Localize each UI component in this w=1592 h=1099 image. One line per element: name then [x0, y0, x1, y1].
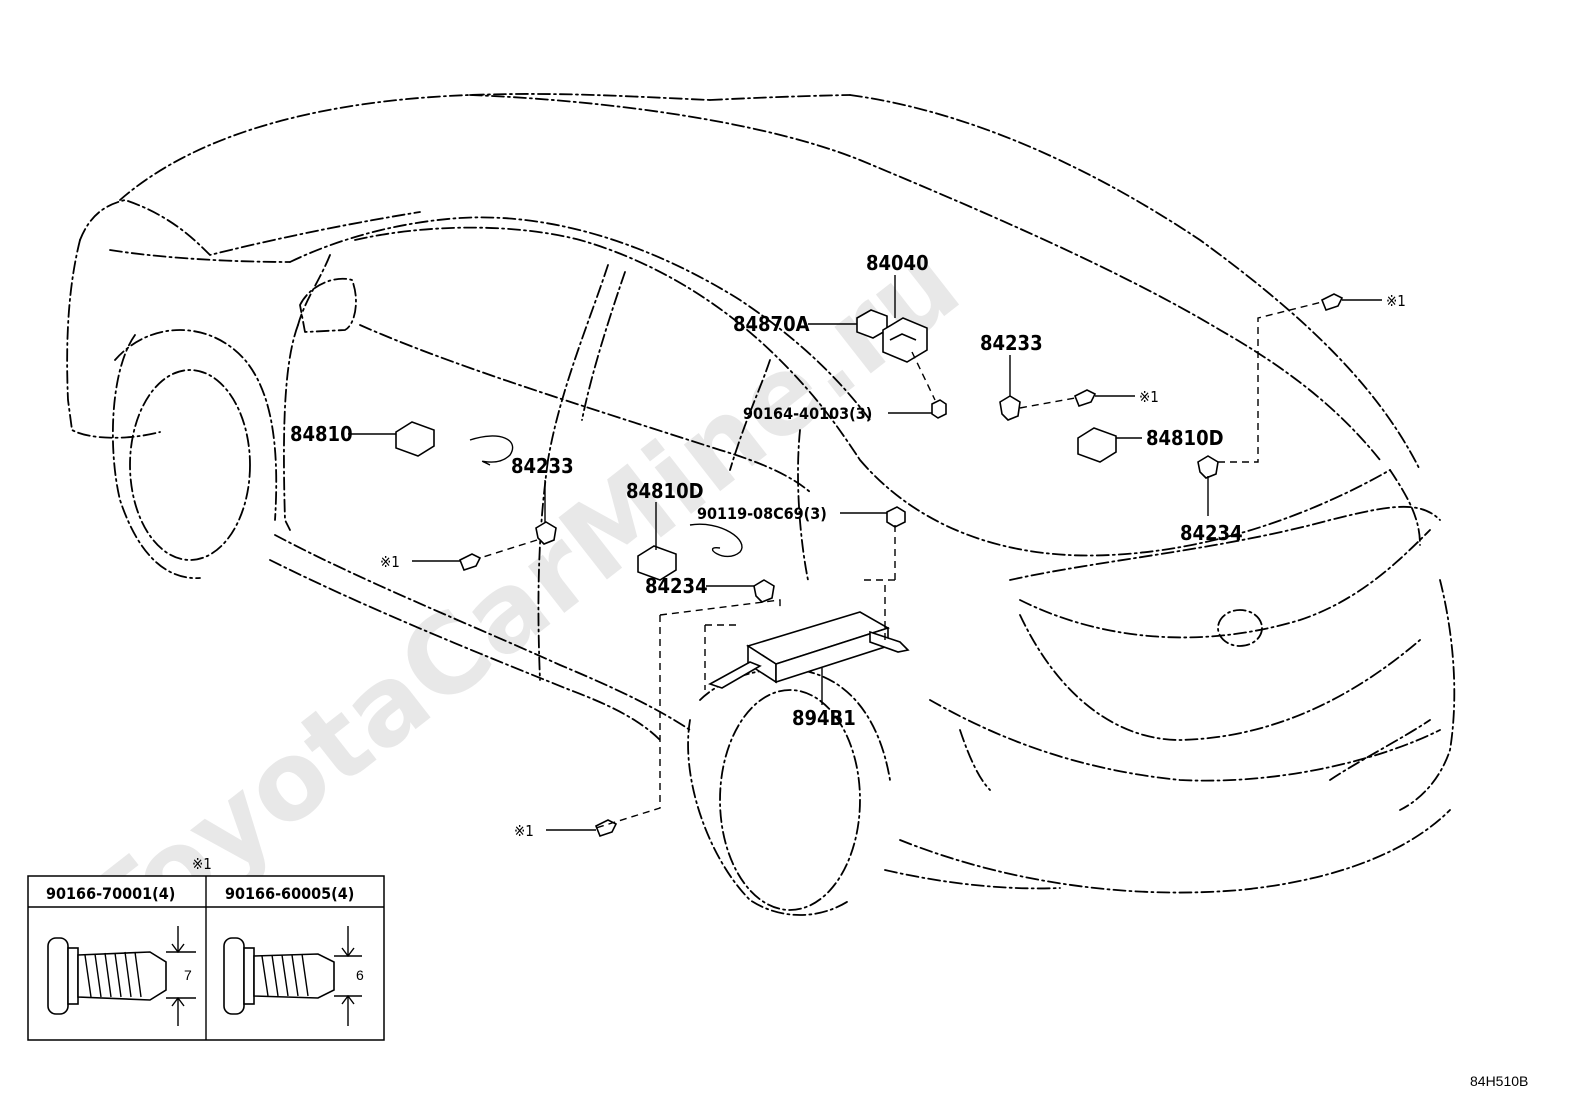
callout-mark-top: ※1 — [1139, 388, 1159, 406]
label-894b1: 894B1 — [792, 706, 856, 730]
bolt-60005-drawing — [223, 926, 362, 1026]
bolt-70001-drawing — [47, 926, 196, 1026]
part-84810-shape — [395, 421, 435, 457]
callout-mark-bottom: ※1 — [514, 822, 534, 840]
part-90164-shape — [931, 399, 947, 419]
label-84810d-mid: 84810D — [626, 479, 704, 503]
label-90164: 90164-40103(3) — [743, 404, 872, 423]
part-84234-right-shape — [1197, 455, 1219, 479]
bolt-table-header-1: 90166-70001(4) — [46, 884, 175, 903]
label-90119: 90119-08C69(3) — [697, 504, 827, 523]
leader-lines — [348, 275, 1382, 831]
label-84040: 84040 — [866, 251, 929, 275]
label-84234-mid: 84234 — [645, 574, 708, 598]
callout-mark-top-right: ※1 — [1386, 292, 1406, 310]
label-84810: 84810 — [290, 422, 353, 446]
bolt-70001-dimension: 7 — [184, 967, 192, 983]
callout-mark-left: ※1 — [380, 553, 400, 571]
bolt-table-header-2: 90166-60005(4) — [225, 884, 354, 903]
bolt-60005-dimension: 6 — [356, 967, 364, 983]
label-84810d-right: 84810D — [1146, 426, 1224, 450]
part-84233-door-shape — [535, 521, 557, 545]
label-84233-top: 84233 — [980, 331, 1043, 355]
bolt-table-note-mark: ※1 — [192, 855, 212, 873]
part-90119-shape — [886, 506, 906, 528]
label-84870a: 84870A — [733, 312, 810, 336]
part-labels: 84040 84870A 84233 90164-40103(3) 84810 … — [290, 251, 1406, 840]
bolt-table: ※1 90166-70001(4) 90166-60005(4) 7 6 — [27, 855, 385, 1041]
diagram-code: 84H510B — [1470, 1073, 1528, 1089]
label-84233-door: 84233 — [511, 454, 574, 478]
label-84234-right: 84234 — [1180, 521, 1243, 545]
part-894b1-shape — [708, 611, 910, 689]
part-84810d-right-shape — [1077, 427, 1117, 463]
part-84234-mid-shape — [753, 579, 775, 603]
part-84233-top-shape — [999, 395, 1021, 421]
part-84810d-mid-shape — [637, 545, 677, 581]
